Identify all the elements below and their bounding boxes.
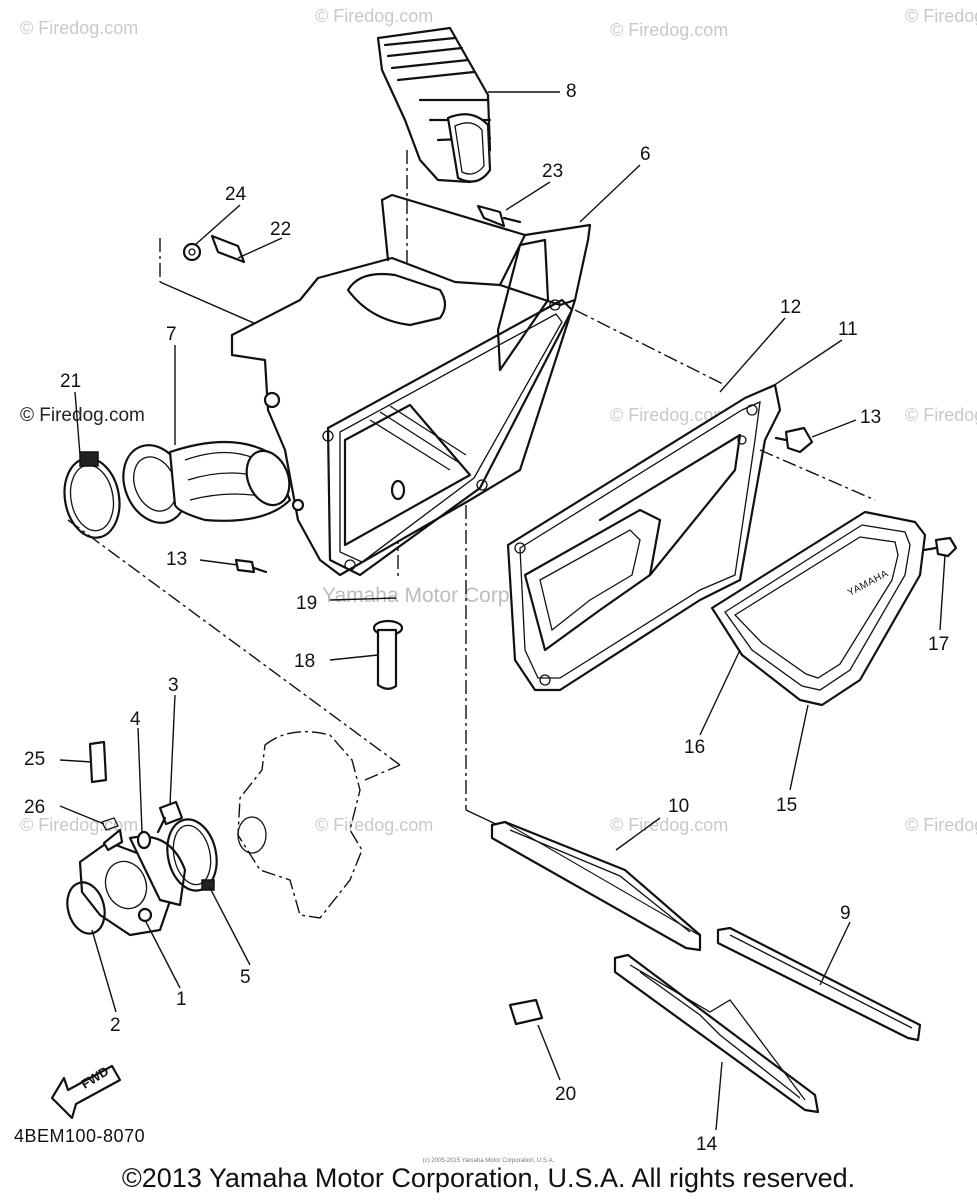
callout-20: 20 (555, 1084, 577, 1105)
callout-19: 19 (296, 593, 318, 614)
callout-18: 18 (294, 651, 316, 672)
watermark: © Firedog.com (20, 18, 139, 38)
watermark: © Firedog.com (610, 405, 729, 425)
callout-10: 10 (668, 796, 690, 817)
callout-5: 5 (240, 967, 251, 988)
watermark: © Firedog.com (905, 405, 977, 425)
callout-16: 16 (684, 737, 706, 758)
callout-14: 14 (696, 1134, 718, 1155)
part-10-air-element (490, 820, 702, 952)
callout-9: 9 (840, 903, 851, 924)
callout-23: 23 (542, 161, 564, 182)
small-copyright: (c) 2005-2015 Yamaha Motor Corporation, … (422, 1158, 555, 1164)
watermark: © Firedog.com (905, 6, 977, 26)
part-5-clamp (166, 818, 218, 892)
watermark: © Firedog.com (610, 815, 729, 835)
part-7-intake-joint (122, 440, 292, 524)
callout-17: 17 (928, 634, 950, 655)
watermark: © Firedog.com (315, 815, 434, 835)
part-18-drain-pipe (372, 479, 406, 690)
callout-12: 12 (780, 297, 802, 318)
part-6-air-box (230, 193, 592, 577)
watermark: © Firedog.com (905, 815, 977, 835)
callout-2: 2 (110, 1015, 121, 1036)
callout-4: 4 (130, 709, 141, 730)
part-20-block (508, 998, 544, 1026)
callout-1: 1 (176, 989, 187, 1010)
carburetor-outline (237, 730, 363, 919)
callout-13: 13 (166, 549, 188, 570)
part-21-clamp (63, 451, 121, 539)
callout-11: 11 (838, 319, 858, 340)
callout-25: 25 (24, 749, 46, 770)
part-12-element-frame (506, 383, 782, 692)
callout-24: 24 (225, 184, 247, 205)
leader-lines (59, 91, 946, 1131)
watermark-label: © Firedog.com (20, 405, 145, 426)
callout-7: 7 (166, 324, 177, 345)
watermark: © Firedog.com (315, 6, 434, 26)
copyright-notice: ©2013 Yamaha Motor Corporation, U.S.A. A… (121, 1163, 856, 1193)
fasteners (182, 204, 958, 574)
callout-15: 15 (776, 795, 798, 816)
fwd-arrow-icon (50, 1064, 122, 1120)
callout-26: 26 (24, 797, 46, 818)
part-1-carburetor-joint (78, 828, 187, 937)
callout-21: 21 (60, 371, 82, 392)
part-15-air-box-cover (710, 510, 927, 707)
watermark: © Firedog.com (610, 20, 729, 40)
part-9-element-guide (716, 926, 922, 1042)
callout-22: 22 (270, 219, 292, 240)
callout-13: 13 (860, 407, 882, 428)
callout-3: 3 (168, 675, 179, 696)
small-parts-3-4-25-26 (88, 740, 184, 850)
diagram-code: 4BEM100-8070 (14, 1126, 146, 1146)
callout-6: 6 (640, 144, 651, 165)
part-8-intake-duct (376, 26, 492, 184)
part-14-element-frame (613, 953, 820, 1114)
callout-8: 8 (566, 81, 577, 102)
